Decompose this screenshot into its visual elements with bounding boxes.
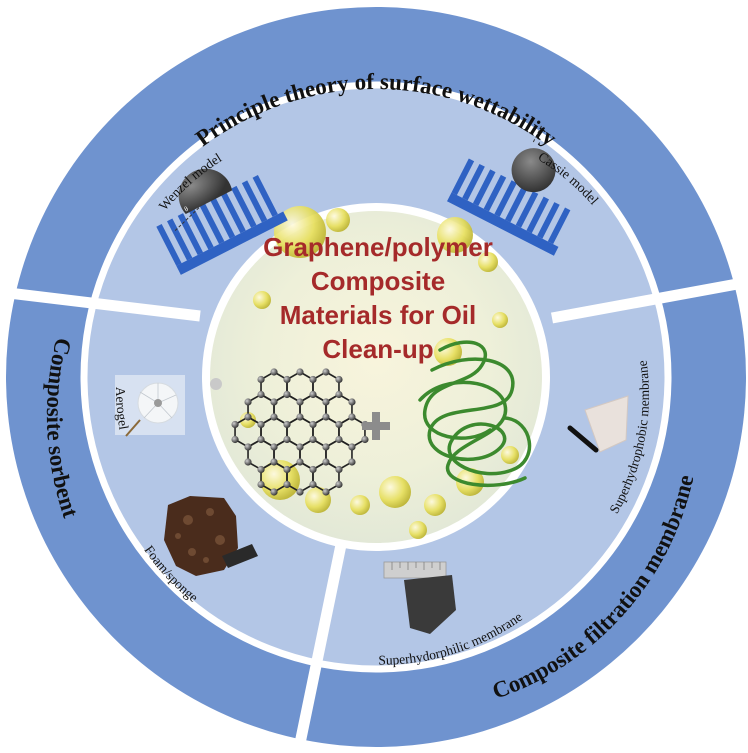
graphene-atom — [322, 368, 330, 376]
graphene-atom — [283, 390, 291, 399]
superhydrophilic-membrane-icon — [383, 561, 456, 634]
graphene-atom — [283, 435, 291, 444]
graphene-atom — [244, 443, 252, 451]
polymer-chain-icon — [418, 340, 532, 488]
aerogel-label-path: Aerogel — [113, 387, 131, 431]
center-title-line-1: Graphene/polymer — [263, 232, 493, 262]
aerogel-label: Aerogel — [113, 387, 131, 431]
graphene-atom — [244, 413, 252, 421]
graphene-atom — [309, 465, 317, 474]
graphene-atom — [257, 465, 265, 474]
cassie-model-icon — [447, 123, 571, 256]
graphene-atom — [348, 398, 356, 406]
graphene-atom — [244, 458, 252, 466]
graphene-atom — [270, 458, 278, 466]
graphene-atom — [231, 420, 239, 429]
graphene-atom — [244, 398, 252, 406]
inner-ring-edge — [80, 81, 672, 673]
graphene-atom — [270, 443, 278, 451]
graphene-atom — [322, 458, 330, 466]
wenzel-droplet — [178, 168, 233, 214]
graphene-atom — [309, 435, 317, 444]
graphene-atom — [309, 375, 317, 384]
graphene-atom — [257, 435, 265, 444]
center-title: Graphene/polymer Composite Materials for… — [263, 232, 493, 364]
graphene-atom — [231, 435, 239, 444]
graphene-atom — [335, 375, 343, 384]
graphene-atom — [335, 435, 343, 444]
graphene-atom — [335, 390, 343, 399]
sector-dividers — [0, 276, 748, 753]
center-title-line-4: Clean-up — [322, 334, 433, 364]
graphene-atom — [309, 480, 317, 489]
graphene-atom — [257, 390, 265, 399]
graphene-atom — [348, 458, 356, 466]
graphene-atom — [296, 443, 304, 451]
graphene-atom — [296, 368, 304, 376]
svg-text:θ: θ — [183, 205, 190, 214]
graphene-atom — [283, 375, 291, 384]
graphene-lattice-icon — [231, 368, 369, 496]
cassie-droplet — [511, 148, 556, 193]
superhydrophobic-membrane-icon — [567, 395, 629, 453]
aerogel-icon — [115, 375, 185, 437]
graphene-atom — [257, 420, 265, 429]
graphene-atom — [270, 488, 278, 496]
center-title-line-2: Composite — [311, 266, 445, 296]
graphene-side-atom — [210, 378, 222, 390]
plus-icon — [362, 412, 390, 440]
graphene-atom — [322, 443, 330, 451]
graphene-atom — [283, 420, 291, 429]
graphene-atom — [322, 488, 330, 496]
graphene-atom — [348, 413, 356, 421]
graphene-atom — [348, 443, 356, 451]
center-circle — [202, 203, 550, 551]
graphene-atom — [296, 488, 304, 496]
graphene-atom — [296, 413, 304, 421]
graphene-atom — [309, 390, 317, 399]
graphene-atom — [270, 398, 278, 406]
graphene-atom — [296, 458, 304, 466]
graphene-atom — [361, 435, 369, 444]
graphene-atom — [257, 480, 265, 489]
graphene-atom — [322, 413, 330, 421]
graphene-atom — [257, 375, 265, 384]
graphene-atom — [283, 480, 291, 489]
graphene-atom — [296, 398, 304, 406]
center-title-line-3: Materials for Oil — [280, 300, 477, 330]
wenzel-model-icon: θ — [156, 168, 288, 275]
graphene-atom — [335, 480, 343, 489]
graphene-atom — [283, 465, 291, 474]
foam-sponge-icon — [164, 496, 258, 576]
graphene-atom — [270, 368, 278, 376]
graphene-atom — [335, 420, 343, 429]
graphene-atom — [270, 413, 278, 421]
graphene-atom — [322, 398, 330, 406]
graphene-atom — [335, 465, 343, 474]
graphene-atom — [309, 420, 317, 429]
